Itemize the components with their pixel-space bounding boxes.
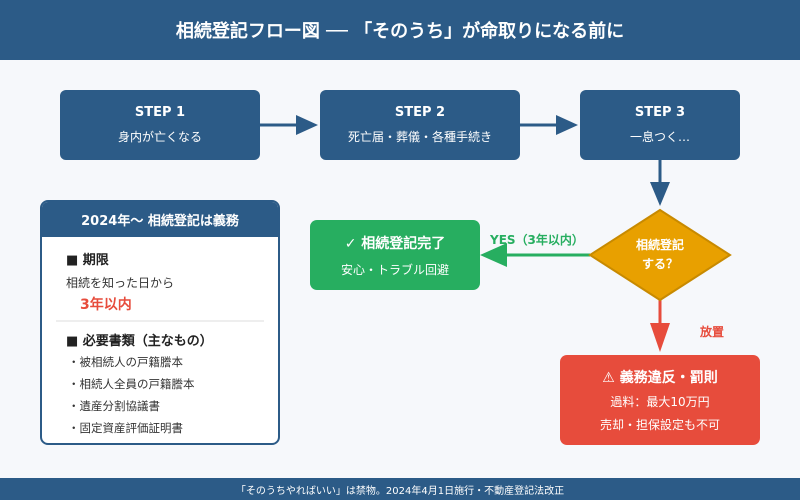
step-2: STEP 2 死亡届・葬儀・各種手続き — [320, 90, 520, 160]
step-label: STEP 2 — [394, 105, 446, 120]
deadline-heading: ■ 期限 — [66, 253, 109, 268]
doc-item: ・被相続人の戸籍謄本 — [68, 355, 183, 369]
step-label: STEP 3 — [634, 105, 686, 120]
deadline-value: 3年以内 — [80, 297, 132, 313]
no-title: ⚠ 義務違反・罰則 — [602, 370, 718, 386]
step-text: 一息つく… — [629, 130, 690, 144]
yes-text: 安心・トラブル回避 — [340, 262, 449, 277]
doc-item: ・固定資産評価証明書 — [68, 421, 183, 435]
no-label: 放置 — [700, 325, 725, 339]
deadline-text: 相続を知った日から — [66, 276, 175, 290]
page-title: 相続登記フロー図 ── 「そのうち」が命取りになる前に — [0, 0, 800, 60]
no-line2: 売却・担保設定も不可 — [599, 418, 720, 432]
footer-note: 「そのうちやればいい」は禁物。2024年4月1日施行・不動産登記法改正 — [0, 478, 800, 500]
decision-text: 相続登記 する？ — [610, 236, 710, 274]
yes-box: ✓ 相続登記完了 安心・トラブル回避 — [310, 220, 480, 290]
step-text: 死亡届・葬儀・各種手続き — [347, 130, 492, 144]
step-1: STEP 1 身内が亡くなる — [60, 90, 260, 160]
step-label: STEP 1 — [134, 105, 186, 120]
no-line1: 過料：最大10万円 — [610, 395, 710, 409]
decision-diamond — [588, 208, 732, 302]
panel-title: 2024年～ 相続登記は義務 — [42, 202, 278, 237]
no-box: ⚠ 義務違反・罰則 過料：最大10万円 売却・担保設定も不可 — [560, 355, 760, 445]
step-3: STEP 3 一息つく… — [580, 90, 740, 160]
decision-line1: 相続登記 — [635, 238, 684, 252]
step-text: 身内が亡くなる — [117, 130, 202, 144]
obligation-panel: 2024年～ 相続登記は義務 ■ 期限 相続を知った日から 3年以内 ■ 必要書… — [40, 200, 280, 445]
decision-line2: する？ — [641, 257, 678, 271]
divider — [56, 320, 264, 322]
docs-heading: ■ 必要書類（主なもの） — [66, 334, 213, 349]
yes-label: YES（3年以内） — [490, 233, 584, 247]
doc-item: ・相続人全員の戸籍謄本 — [68, 377, 195, 391]
doc-item: ・遺産分割協議書 — [68, 399, 160, 413]
yes-title: ✓ 相続登記完了 — [344, 235, 446, 252]
